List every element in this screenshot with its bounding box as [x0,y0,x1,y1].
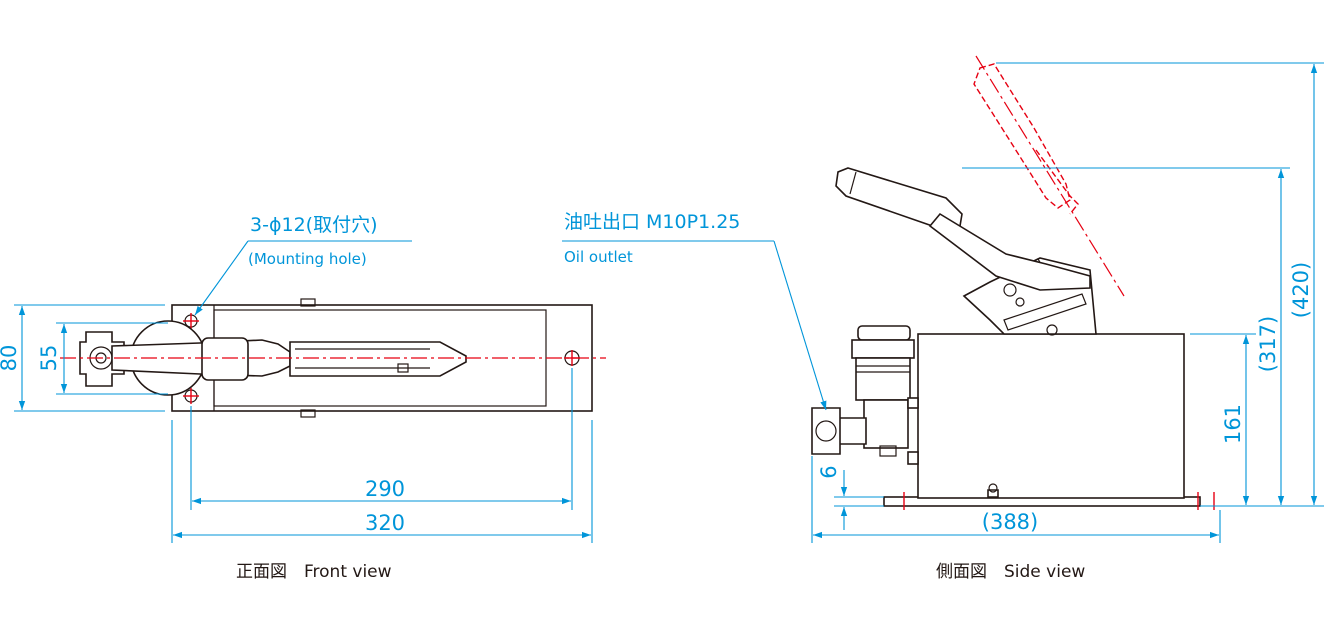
side-filler-cap [987,489,999,498]
front-lever-hub [201,337,249,381]
side-view-caption: 側面図 Side view [936,562,1085,582]
dim-420-label: (420) [1289,262,1313,318]
side-tank [917,333,1185,499]
side-pedal-phantom [973,63,1071,209]
dim-55-label: 55 [37,345,61,372]
dim-317-label: (317) [1256,316,1280,372]
side-outlet-port [815,420,837,442]
dim-320-label: 320 [365,511,405,535]
side-pedal-arm [928,212,1091,291]
leader-line [194,240,249,316]
dim-80-label: 80 [0,345,21,372]
note-oil-outlet: 油吐出口 M10P1.25 [564,211,740,233]
dim-388-label: (388) [982,510,1038,534]
rod-clip [397,363,409,373]
dim-6-label: 6 [817,465,841,478]
grip-line [849,171,857,195]
side-nut [879,445,897,457]
side-lever-centerline [975,55,1125,297]
side-pump-collar [851,339,915,359]
side-pivot-bottom [1046,324,1058,336]
front-bolt-bottom [300,409,316,418]
phantom-arm [1035,149,1079,215]
note-oil-outlet-en: Oil outlet [564,248,633,266]
side-pump-body [855,357,911,401]
side-bracket-slot [1003,293,1087,331]
side-pivot-small [1015,297,1025,307]
side-pivot [1003,283,1017,297]
front-bolt-top [300,298,316,307]
note-mounting-hole-en: (Mounting hole) [248,250,367,268]
side-pump-block [863,399,909,449]
side-pump-cap [857,325,911,341]
dim-161-label: 161 [1221,404,1245,444]
note-mounting-hole: 3-ϕ12(取付穴) [250,214,377,236]
dim-290-label: 290 [365,477,405,501]
front-lever-rod [289,341,467,377]
leader-line [773,240,827,411]
front-view-caption: 正面図 Front view [236,562,392,582]
side-filler-knob [988,483,998,493]
side-view: 6 (388) 161 (317) (420) 油吐出口 M10P1.25 Oi… [562,55,1324,582]
side-valve-lower [907,451,919,465]
side-outlet-fitting [811,407,841,455]
front-view: 80 55 290 320 3-ϕ12(取付穴) (Mounting hole)… [0,214,606,582]
side-valve [907,397,919,409]
